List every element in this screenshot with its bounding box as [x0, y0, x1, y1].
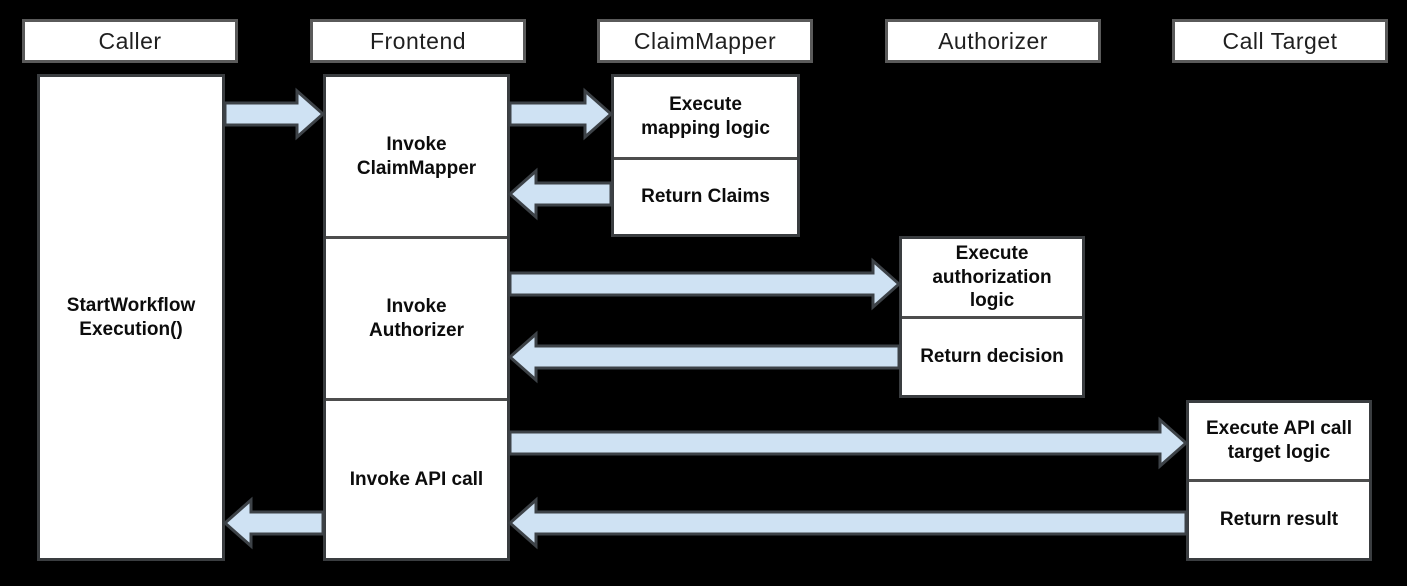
arrow-call-target-to-frontend — [507, 496, 1188, 550]
authorizer-activation-box: Execute authorization logic Return decis… — [899, 236, 1085, 398]
authorizer-step-execute-authorization-logic: Execute authorization logic — [932, 242, 1052, 312]
arrow-frontend-to-authorizer — [508, 257, 902, 311]
claimmapper-step-return-claims: Return Claims — [614, 157, 797, 234]
arrow-authorizer-to-frontend — [507, 330, 901, 384]
lane-header-frontend: Frontend — [310, 19, 526, 63]
lane-header-authorizer: Authorizer — [885, 19, 1101, 63]
claimmapper-step-execute-mapping-logic: Execute mapping logic — [641, 94, 770, 139]
caller-activation-label: StartWorkflow Execution() — [66, 294, 196, 340]
arrow-frontend-to-caller — [222, 496, 325, 550]
lane-header-claimmapper: ClaimMapper — [597, 19, 813, 63]
claimmapper-activation-box: Execute mapping logic Return Claims — [611, 74, 800, 237]
frontend-step-invoke-authorizer: Invoke Authorizer — [326, 236, 507, 398]
lane-header-call-target: Call Target — [1172, 19, 1388, 63]
arrow-frontend-to-claimmapper — [508, 87, 614, 141]
frontend-step-invoke-api-call: Invoke API call — [326, 398, 507, 558]
arrow-frontend-to-call-target — [508, 416, 1189, 470]
arrow-claimmapper-to-frontend — [507, 167, 613, 221]
lane-header-caller: Caller — [22, 19, 238, 63]
frontend-step-invoke-claimmapper: Invoke ClaimMapper — [356, 133, 477, 179]
call-target-activation-box: Execute API call target logic Return res… — [1186, 400, 1372, 561]
call-target-step-execute-api-call-target-logic: Execute API call target logic — [1205, 418, 1353, 463]
call-target-step-return-result: Return result — [1189, 479, 1369, 558]
caller-activation-box: StartWorkflow Execution() — [37, 74, 225, 561]
frontend-activation-box: Invoke ClaimMapper Invoke Authorizer Inv… — [323, 74, 510, 561]
arrow-caller-to-frontend — [223, 87, 326, 141]
authorizer-step-return-decision: Return decision — [902, 316, 1082, 395]
